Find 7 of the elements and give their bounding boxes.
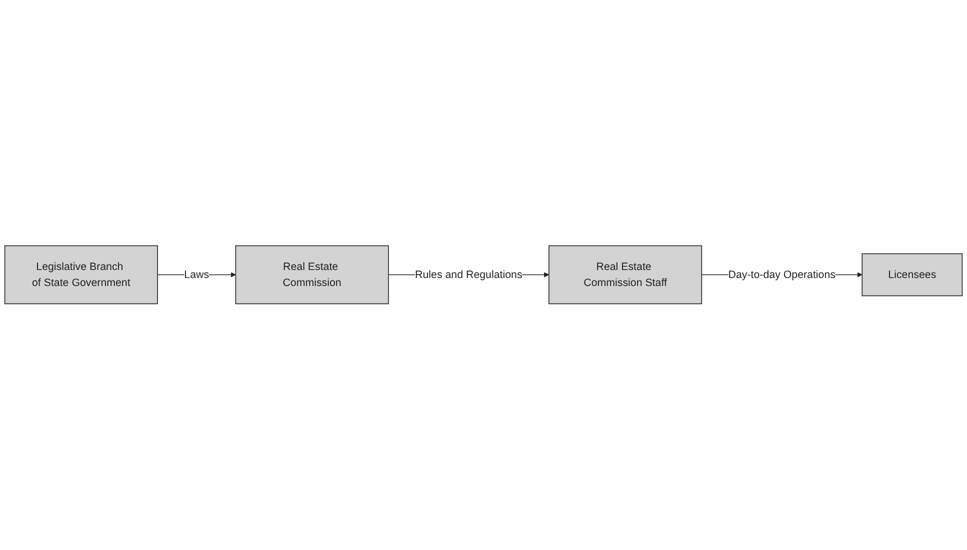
edge-label: Rules and Regulations — [415, 268, 522, 281]
node-box: Real Estate Commission Staff — [548, 246, 702, 304]
node-box: Licensees — [862, 254, 963, 296]
node-box: Legislative Branch of State Government — [4, 246, 158, 304]
edge-label: Laws — [184, 268, 210, 281]
edge-label: Day-to-day Operations — [728, 268, 836, 281]
node-box: Real Estate Commission — [235, 246, 389, 304]
